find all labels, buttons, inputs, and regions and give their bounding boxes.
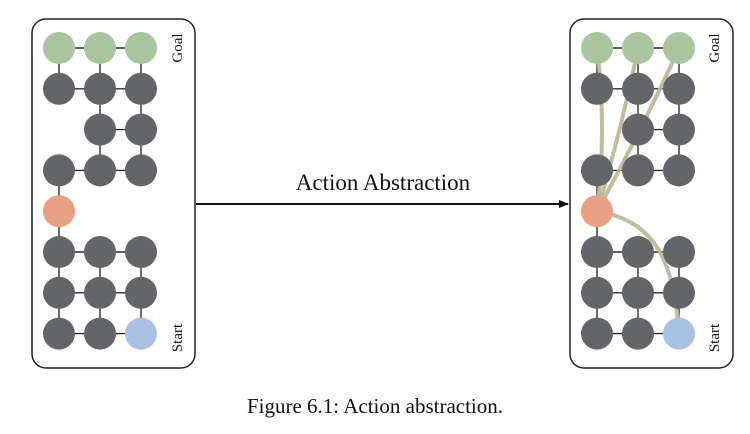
grid-nodes xyxy=(43,32,157,350)
state-node xyxy=(84,276,116,309)
state-node xyxy=(622,154,654,187)
state-node xyxy=(43,317,75,350)
goal-state-node xyxy=(43,32,75,64)
goal-state-node xyxy=(84,32,116,64)
state-node xyxy=(43,236,75,268)
start-label: Start xyxy=(707,323,723,352)
goal-label: Goal xyxy=(707,33,723,62)
state-node xyxy=(581,276,613,309)
arrow-label: Action Abstraction xyxy=(296,170,471,195)
state-node xyxy=(581,236,613,268)
abstraction-arrow: Action Abstraction xyxy=(196,170,569,208)
panel-frame xyxy=(31,18,196,369)
state-node xyxy=(84,113,116,146)
subgoal-state-node xyxy=(43,195,75,228)
start-state-node xyxy=(663,317,695,350)
grid-nodes xyxy=(581,32,695,350)
action-abstraction-diagram: Goal Start Action Abstraction Goal Start xyxy=(31,18,734,369)
original-state-space-panel: Goal Start xyxy=(31,18,196,369)
subgoal-state-node xyxy=(581,195,613,228)
state-node xyxy=(84,72,116,105)
state-node xyxy=(663,236,695,268)
state-node xyxy=(84,317,116,350)
state-node xyxy=(125,113,157,146)
state-node xyxy=(581,154,613,187)
state-node xyxy=(622,317,654,350)
state-node xyxy=(622,276,654,309)
state-node xyxy=(622,236,654,268)
abstract-action-path xyxy=(595,209,681,336)
start-state-node xyxy=(125,317,157,350)
abstracted-state-space-panel: Goal Start xyxy=(569,18,734,369)
goal-state-node xyxy=(663,32,695,64)
state-node xyxy=(581,72,613,105)
state-node xyxy=(125,276,157,309)
abstract-action-path xyxy=(595,46,604,214)
state-node xyxy=(663,72,695,105)
state-node xyxy=(125,72,157,105)
state-node xyxy=(663,113,695,146)
state-node xyxy=(622,113,654,146)
state-node xyxy=(84,154,116,187)
state-node xyxy=(663,154,695,187)
goal-label: Goal xyxy=(170,33,186,62)
state-node xyxy=(125,236,157,268)
abstract-action-path xyxy=(595,46,640,214)
state-node xyxy=(622,72,654,105)
goal-state-node xyxy=(622,32,654,64)
goal-state-node xyxy=(581,32,613,64)
state-node xyxy=(43,276,75,309)
panel-frame xyxy=(569,18,734,369)
state-node xyxy=(43,154,75,187)
state-node xyxy=(125,154,157,187)
goal-state-node xyxy=(125,32,157,64)
start-label: Start xyxy=(170,323,186,352)
state-node xyxy=(581,317,613,350)
state-node xyxy=(84,236,116,268)
figure-caption: Figure 6.1: Action abstraction. xyxy=(246,394,504,418)
state-node xyxy=(663,276,695,309)
state-node xyxy=(43,72,75,105)
